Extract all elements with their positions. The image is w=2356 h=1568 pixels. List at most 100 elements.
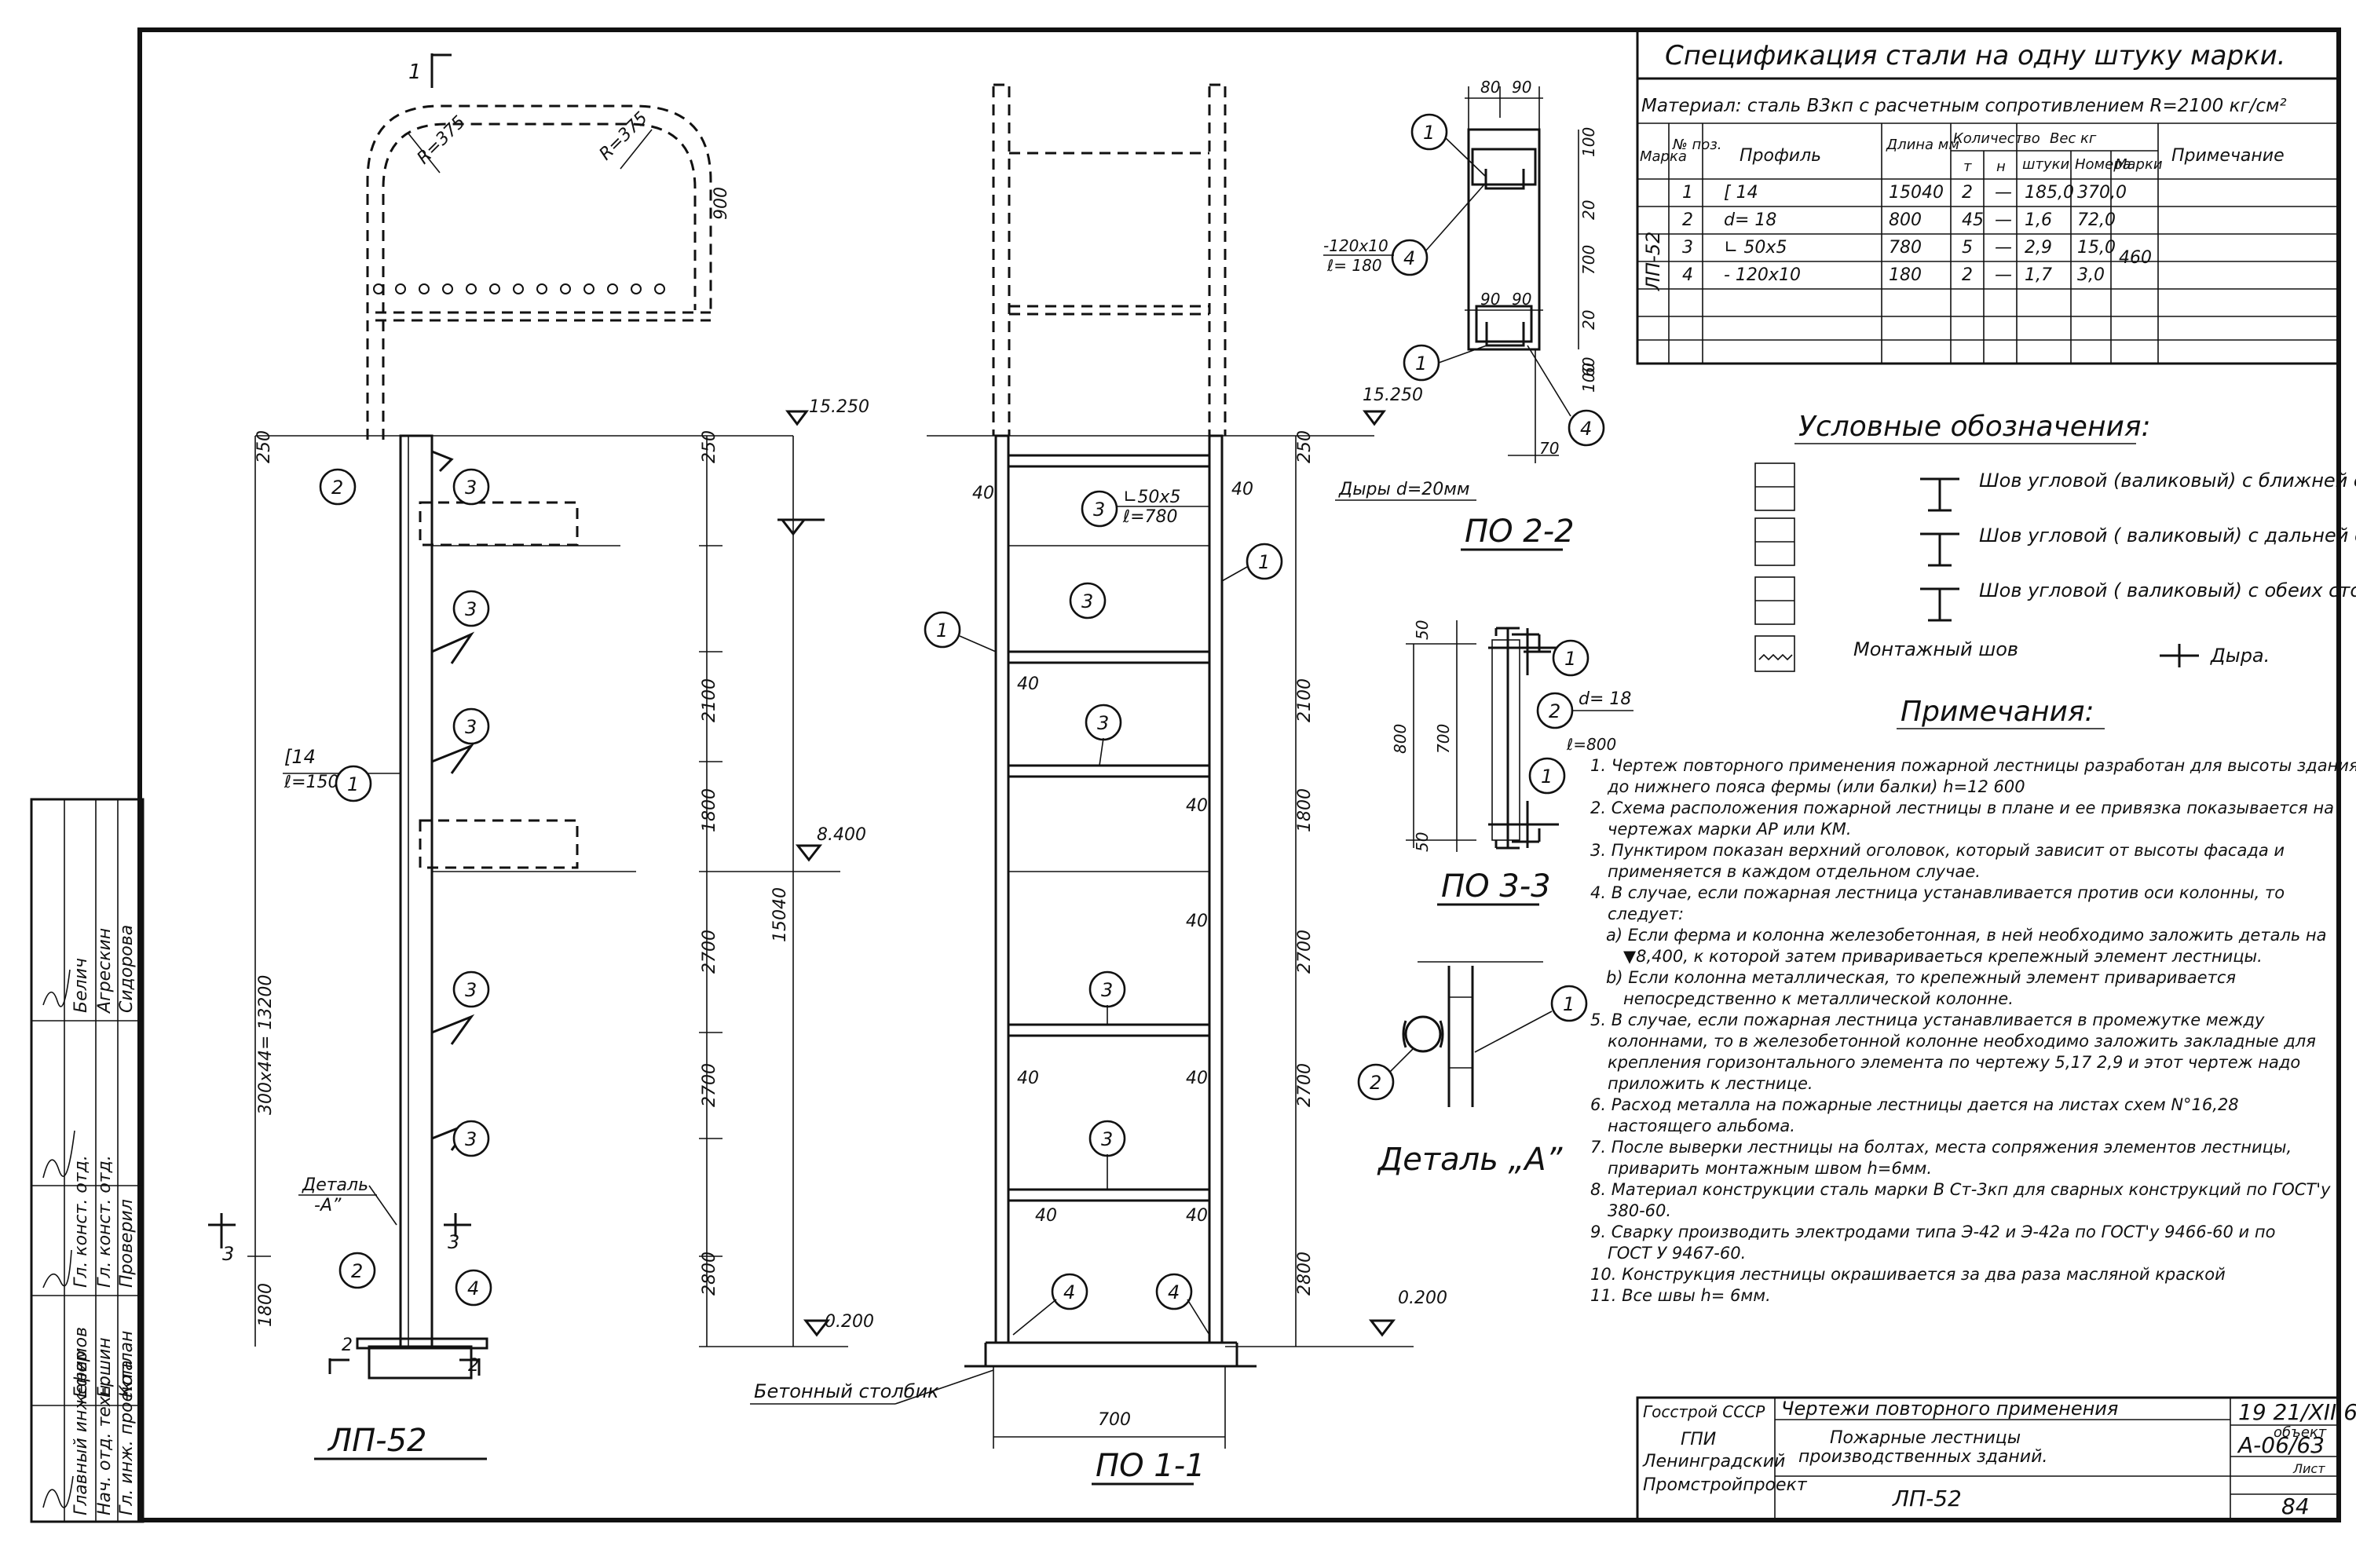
front-dim-700: 700 — [1098, 1410, 1131, 1430]
lp52-dim-1800: 1800 — [700, 788, 719, 832]
s22-view-label: ПО 2-2 — [1465, 514, 1575, 550]
spec-h-qty: Количество — [1953, 130, 2040, 147]
lp52-steps — [431, 450, 475, 1151]
svg-text:4: 4 — [1063, 1281, 1075, 1303]
view-section-3-3: 50 800 700 50 1 2 1 d= 18 ℓ=800 ПО 3-3 — [1391, 620, 1633, 906]
legend-item-3: Шов угловой ( валиковый) с обеих сторон. — [1979, 579, 2356, 601]
lp52-sec3-right: 3 — [448, 1231, 459, 1253]
spec-cell-t: 2 — [1962, 265, 1973, 285]
spec-cell-total: 15,0 — [2077, 238, 2116, 258]
s22-holes-label: Дыры d=20мм — [1338, 480, 1469, 499]
stamp-role-2: Нач. отд. техн. — [95, 1380, 115, 1515]
view-section-1-1: 700 15.250 0.200 250 2100 1800 2700 2700… — [750, 83, 1447, 1486]
spec-h-w-piece: штуки — [2022, 156, 2069, 173]
svg-text:1: 1 — [1563, 993, 1575, 1015]
tb-gosstroy: Госстрой СССР — [1643, 1402, 1765, 1421]
tb-mark: ЛП-52 — [1892, 1486, 1962, 1511]
spec-cell-pos: 4 — [1682, 265, 1693, 285]
stamp-role-5: Гл. конст. отд. — [95, 1155, 115, 1288]
note-item: 4. В случае, если пожарная лестница уста… — [1590, 883, 2285, 923]
spec-cell-pos: 2 — [1682, 210, 1693, 230]
lp52-dim-250b: 250 — [700, 430, 719, 463]
approval-stamp: Главный инженер Нач. отд. техн. Гл. инж.… — [30, 798, 145, 1523]
lp52-dim-2800: 2800 — [700, 1252, 719, 1296]
svg-text:3: 3 — [1093, 499, 1105, 521]
spec-cell-t: 2 — [1962, 183, 1973, 203]
svg-text:1: 1 — [936, 620, 948, 641]
spec-cell-profile: - 120x10 — [1724, 265, 1801, 285]
tb-org2: Промстройпроект — [1643, 1475, 1808, 1495]
lp52-callout-c14: [14 — [284, 746, 316, 768]
note-item: a) Если ферма и колонна железобетонная, … — [1606, 926, 2327, 966]
view-section-2-2: 80 90 90 90 70 100 20 700 20 60 100 1 4 … — [1323, 78, 1605, 551]
front-bubbles: 3 1 3 1 3 3 3 4 4 — [924, 490, 1283, 1310]
note-item: 11. Все швы h= 6мм. — [1590, 1286, 1771, 1305]
legend-item-1: Шов угловой (валиковый) с ближней сторон… — [1979, 470, 2356, 492]
spec-cell-n: — — [1995, 210, 2012, 230]
front-elev-top: 15.250 — [1363, 386, 1423, 405]
lp52-dim-r375a: R=375 — [414, 112, 470, 168]
front-dim-1800: 1800 — [1295, 788, 1315, 832]
legend: Условные обозначения: Шов угловой (валик… — [1754, 411, 2356, 672]
s22-dim-90a: 90 — [1512, 78, 1531, 97]
s22-dim-20a: 20 — [1579, 200, 1598, 220]
svg-text:3: 3 — [1081, 590, 1093, 612]
spec-cell-piece: 185,0 — [2025, 183, 2074, 203]
note-item: b) Если колонна металлическая, то крепеж… — [1606, 968, 2236, 1008]
spec-cell-length: 180 — [1889, 265, 1922, 285]
front-concrete-label: Бетонный столбик — [754, 1380, 939, 1402]
note-item: 1. Чертеж повторного применения пожарной… — [1590, 756, 2356, 796]
front-dim-40f: 40 — [1186, 1069, 1208, 1088]
tb-sheet-label: Лист — [2292, 1461, 2325, 1476]
lp52-sec-mark-top: 1 — [408, 60, 422, 84]
front-rungs — [1007, 454, 1211, 1202]
s33-dim-800: 800 — [1391, 724, 1410, 754]
svg-text:3: 3 — [1097, 712, 1109, 734]
s22-dim-100b: 100 — [1579, 363, 1598, 393]
tb-sheet-no: 84 — [2281, 1493, 2310, 1519]
note-item: 10. Конструкция лестницы окрашивается за… — [1590, 1265, 2226, 1284]
spec-cell-t: 45 — [1962, 210, 1984, 230]
s22-dim-100a: 100 — [1579, 127, 1598, 157]
front-callout-angle: ∟50x5 — [1123, 488, 1180, 507]
stamp-name-1: Ефимов — [71, 1327, 91, 1398]
svg-text:4: 4 — [1168, 1281, 1180, 1303]
svg-text:1: 1 — [1423, 122, 1435, 144]
lp52-dim-250a: 250 — [254, 430, 274, 463]
stamp-name-4: Белич — [71, 958, 91, 1013]
spec-title: Спецификация стали на одну штуку марки. — [1665, 40, 2285, 71]
svg-text:2: 2 — [1370, 1072, 1381, 1094]
spec-cell-n: — — [1995, 238, 2012, 258]
spec-h-w-pos: Номера — [2075, 156, 2131, 173]
lp52-head-outer — [366, 104, 712, 440]
front-dim-40e: 40 — [1186, 912, 1208, 931]
lp52-dim-2100: 2100 — [700, 678, 719, 722]
spec-h-note: Примечание — [2171, 146, 2285, 166]
spec-cell-total: 3,0 — [2077, 265, 2105, 285]
spec-cell-n: — — [1995, 183, 2012, 203]
svg-text:1: 1 — [1564, 648, 1576, 670]
lp52-channel — [399, 434, 434, 1348]
lp52-dim-steps: 300x44= 13200 — [256, 975, 276, 1115]
spec-cell-pos: 1 — [1682, 183, 1693, 203]
front-dim-40h: 40 — [1186, 1206, 1208, 1226]
front-dim-40a: 40 — [972, 484, 994, 503]
lp52-elev-top: 15.250 — [809, 397, 869, 417]
svg-text:3: 3 — [465, 716, 477, 738]
lp52-bubbles: 2 3 3 3 1 3 3 2 4 — [319, 468, 492, 1307]
front-dim-40c: 40 — [1017, 674, 1039, 694]
stamp-role-4: Гл. конст. отд. — [71, 1155, 91, 1288]
stamp-role-1: Главный инженер — [71, 1351, 91, 1515]
lp52-detail-a: -А” — [314, 1196, 342, 1215]
svg-text:1: 1 — [1258, 551, 1270, 573]
spec-h-qty-n: н — [1996, 159, 2006, 175]
s33-dim-700: 700 — [1434, 724, 1453, 754]
lp52-view-label: ЛП-52 — [327, 1423, 427, 1459]
front-dim-40i: 40 — [1035, 1206, 1057, 1226]
svg-text:3: 3 — [1101, 979, 1113, 1001]
stamp-role-3: Гл. инж. проекта — [117, 1360, 137, 1515]
s22-dim-90c: 90 — [1512, 290, 1531, 309]
spec-cell-profile: ∟ 50x5 — [1724, 238, 1787, 258]
note-item: 8. Материал конструкции сталь марки В Ст… — [1590, 1180, 2331, 1220]
spec-cell-pos: 3 — [1682, 238, 1693, 258]
